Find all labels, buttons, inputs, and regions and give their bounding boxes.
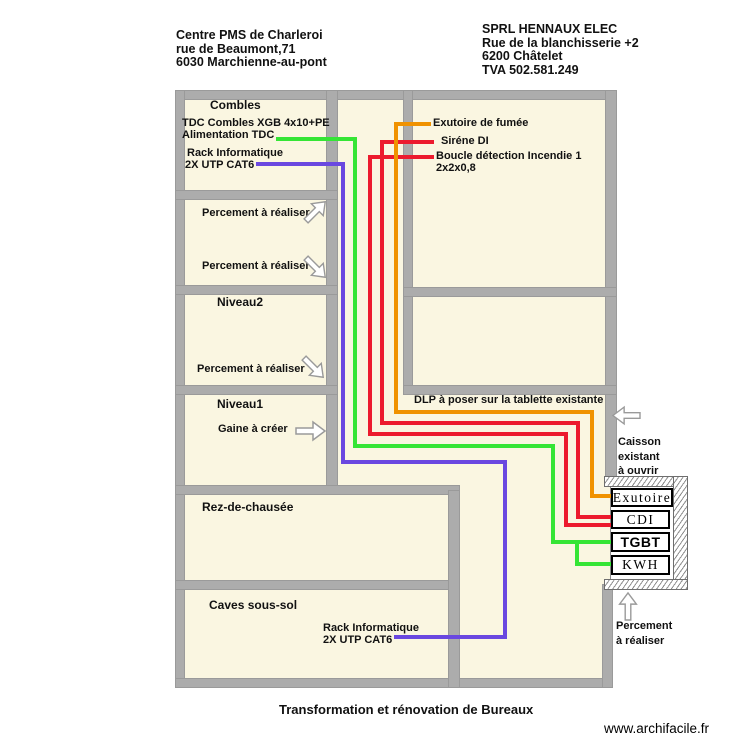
wall-right-room2-bottom [403, 385, 617, 395]
cable-boucle-incendie-red [368, 155, 613, 527]
company-city: 6200 Châtelet [482, 49, 563, 63]
cable-alimentation-tdc-green [276, 137, 613, 544]
archifacile-link[interactable]: www.archifacile.fr [604, 721, 710, 736]
room-title-caves: Caves sous-sol [209, 598, 298, 612]
wall-combles-bottom [175, 190, 338, 200]
company-street: Rue de la blanchisserie +2 [482, 35, 639, 50]
arrow-down-right-icon [303, 255, 327, 279]
wall-outer-right-lower [602, 584, 613, 688]
wall-rez-bottom [175, 580, 460, 590]
label-boucle-incendie: Boucle détection Incendie 1 [436, 150, 582, 162]
wall-right-rooms-divider [403, 287, 617, 297]
plan-title: Transformation et rénovation de Bureaux [279, 702, 534, 717]
label-rack-combles-utp: 2X UTP CAT6 [185, 159, 255, 171]
cable-sirene-di-red [380, 140, 613, 519]
wall-middle-column-right [403, 90, 413, 390]
label-boucle-section: 2x2x0,8 [436, 162, 476, 174]
label-percement-2: Percement à réaliser [202, 260, 310, 272]
wall-outer-right-upper [605, 90, 617, 478]
company-name: SPRL HENNAUX ELEC [482, 22, 618, 36]
room-title-rez: Rez-de-chausée [202, 500, 294, 514]
wall-outer-bottom [175, 678, 612, 688]
cable-tgbt-kwh-green-branch [575, 542, 613, 566]
client-name: Centre PMS de Charleroi [176, 28, 323, 42]
client-city: 6030 Marchienne-au-pont [176, 55, 327, 69]
wall-niveau1-bottom [175, 485, 460, 495]
caisson-hatch-bottom [604, 579, 688, 590]
label-exutoire-de-fumee: Exutoire de fumée [433, 117, 529, 129]
cable-utp-cat6-purple [256, 162, 507, 639]
wall-outer-top [175, 90, 617, 100]
label-rack-caves-utp: 2X UTP CAT6 [323, 634, 393, 646]
arrow-up-right-icon [303, 200, 327, 224]
equipment-box-exutoire: Exutoire [611, 488, 673, 507]
label-gaine-a-creer: Gaine à créer [218, 423, 288, 435]
arrow-left-icon [611, 405, 641, 426]
cable-exutoire-orange [394, 122, 613, 498]
label-rack-combles: Rack Informatique [187, 147, 283, 159]
label-tdc-combles: TDC Combles XGB 4x10+PE [182, 117, 330, 129]
equipment-box-cdi: CDI [611, 510, 670, 529]
label-caisson-existant: Caisson existant à ouvrir [618, 436, 661, 477]
label-percement-niveau2: Percement à réaliser [197, 363, 305, 375]
company-address-block: SPRL HENNAUX ELEC Rue de la blanchisseri… [482, 22, 639, 77]
client-address-block: Centre PMS de Charleroi rue de Beaumont,… [176, 28, 327, 70]
equipment-box-tgbt: TGBT [611, 532, 670, 552]
arrow-right-icon [295, 420, 327, 442]
room-title-combles: Combles [210, 98, 261, 112]
arrow-up-icon [618, 591, 638, 621]
wall-niveau2-bottom [175, 385, 338, 395]
label-sirene-di: Siréne DI [441, 135, 489, 147]
label-rack-caves: Rack Informatique [323, 622, 419, 634]
client-street: rue de Beaumont,71 [176, 41, 296, 56]
wall-percement-room-bottom [175, 285, 338, 295]
label-dlp: DLP à poser sur la tablette existante [414, 394, 604, 406]
room-title-niveau2: Niveau2 [217, 295, 264, 309]
company-vat: TVA 502.581.249 [482, 62, 579, 77]
equipment-box-kwh: KWH [611, 555, 670, 575]
label-percement-bas: Percement à réaliser [616, 620, 673, 647]
label-percement-1: Percement à réaliser [202, 207, 310, 219]
room-title-niveau1: Niveau1 [217, 397, 264, 411]
label-alimentation-tdc: Alimentation TDC [182, 129, 275, 141]
arrow-down-right-icon [301, 355, 325, 379]
